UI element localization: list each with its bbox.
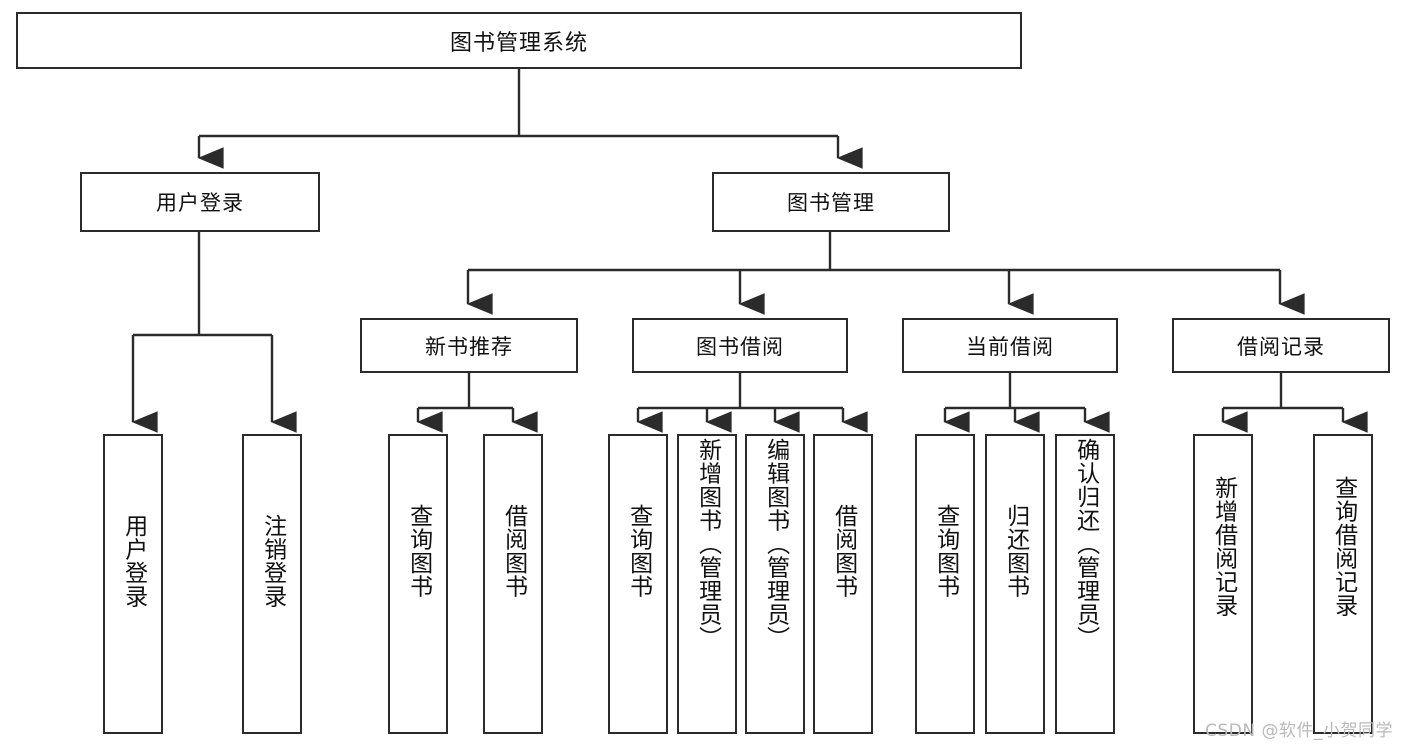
- leaf-label: 确认归还（管理员）: [1072, 438, 1099, 650]
- leaf-book-borrow-edit[interactable]: 编辑图书（管理员）: [745, 434, 805, 734]
- node-book-management[interactable]: 图书管理: [712, 172, 950, 232]
- leaf-label: 查询借阅记录: [1330, 476, 1357, 617]
- leaf-current-borrow-query[interactable]: 查询图书: [915, 434, 975, 734]
- leaf-label: 查询图书: [932, 504, 959, 598]
- leaf-user-login-logout[interactable]: 注销登录: [242, 434, 302, 734]
- leaf-current-borrow-return[interactable]: 归还图书: [985, 434, 1045, 734]
- leaf-label: 归还图书: [1002, 504, 1029, 598]
- leaf-user-login-login[interactable]: 用户登录: [103, 434, 163, 734]
- leaf-book-borrow-query[interactable]: 查询图书: [608, 434, 668, 734]
- leaf-label: 查询图书: [405, 504, 432, 598]
- node-label: 借阅记录: [1237, 334, 1325, 359]
- leaf-label: 用户登录: [120, 514, 147, 608]
- leaf-label: 编辑图书（管理员）: [762, 438, 789, 650]
- node-label: 用户登录: [156, 191, 244, 215]
- leaf-label: 注销登录: [259, 514, 286, 608]
- node-label: 图书借阅: [696, 334, 784, 359]
- node-label: 图书管理系统: [449, 30, 588, 56]
- leaf-label: 借阅图书: [830, 504, 857, 598]
- node-book-borrow[interactable]: 图书借阅: [632, 318, 848, 373]
- leaf-book-borrow-borrow[interactable]: 借阅图书: [813, 434, 873, 734]
- node-root-system[interactable]: 图书管理系统: [16, 12, 1022, 69]
- leaf-book-borrow-add[interactable]: 新增图书（管理员）: [677, 434, 737, 734]
- leaf-label: 查询图书: [625, 504, 652, 598]
- leaf-label: 新增借阅记录: [1210, 476, 1237, 617]
- leaf-borrow-record-add[interactable]: 新增借阅记录: [1193, 434, 1253, 734]
- leaf-current-borrow-confirm-return[interactable]: 确认归还（管理员）: [1055, 434, 1115, 734]
- node-current-borrow[interactable]: 当前借阅: [902, 318, 1118, 373]
- node-borrow-record[interactable]: 借阅记录: [1172, 318, 1390, 373]
- node-label: 图书管理: [787, 191, 875, 215]
- leaf-borrow-record-query[interactable]: 查询借阅记录: [1313, 434, 1373, 734]
- node-label: 新书推荐: [425, 334, 513, 359]
- csdn-watermark: CSDN @软件_小贺同学: [1205, 721, 1393, 741]
- node-new-book-recommend[interactable]: 新书推荐: [360, 318, 578, 373]
- leaf-new-book-borrow[interactable]: 借阅图书: [483, 434, 543, 734]
- leaf-label: 借阅图书: [500, 504, 527, 598]
- node-label: 当前借阅: [966, 334, 1054, 359]
- node-user-login[interactable]: 用户登录: [80, 172, 320, 232]
- leaf-new-book-query[interactable]: 查询图书: [388, 434, 448, 734]
- leaf-label: 新增图书（管理员）: [694, 438, 721, 650]
